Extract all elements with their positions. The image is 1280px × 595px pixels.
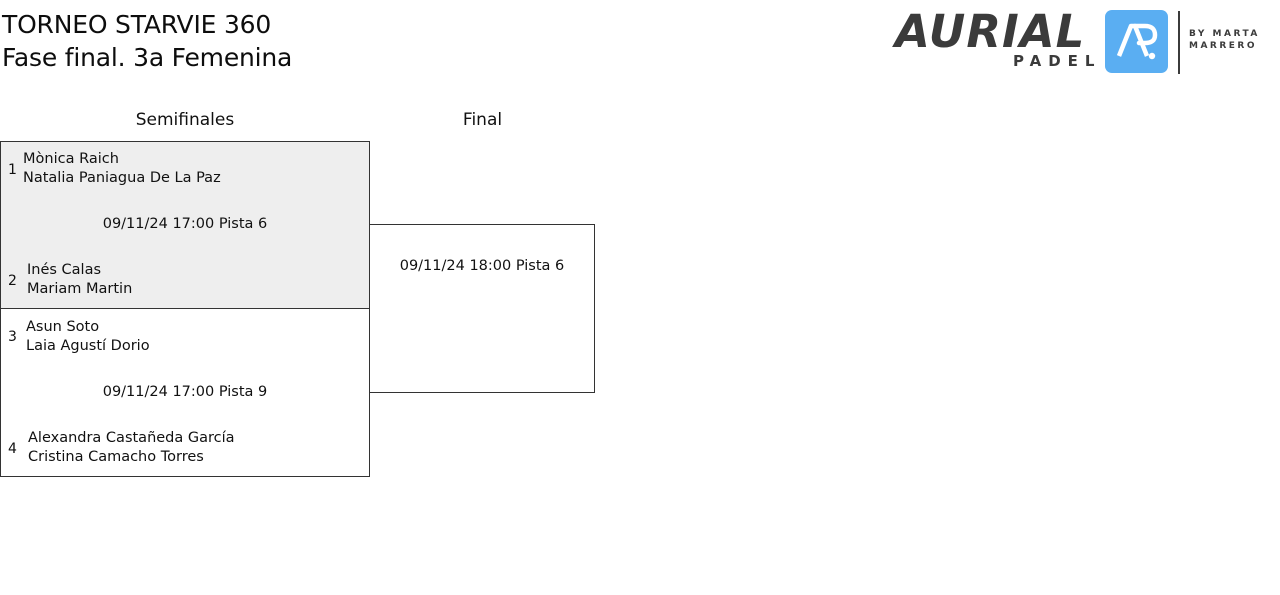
player-name: Mariam Martin: [27, 281, 133, 297]
team-entry: Alexandra Castañeda García Cristina Cama…: [28, 429, 235, 467]
semifinal-match-1: 1 Mònica Raich Natalia Paniagua De La Pa…: [0, 141, 370, 309]
player-name: Mònica Raich: [23, 151, 119, 167]
player-name: Inés Calas: [27, 262, 102, 278]
team-entry: Asun Soto Laia Agustí Dorio: [26, 318, 150, 356]
match-schedule: 09/11/24 17:00 Pista 6: [102, 216, 268, 232]
logo-divider: [1178, 11, 1180, 74]
semifinals-header: Semifinales: [135, 110, 235, 130]
logo-by-line2: MARRERO: [1189, 41, 1258, 51]
page-title: TORNEO STARVIE 360 Fase final. 3a Femeni…: [2, 8, 292, 74]
seed-number: 3: [8, 329, 17, 345]
team-entry: Inés Calas Mariam Martin: [27, 261, 132, 299]
aurial-ap-monogram-icon: [1105, 10, 1168, 73]
player-name: Asun Soto: [26, 319, 100, 335]
tournament-name: TORNEO STARVIE 360: [2, 10, 272, 39]
seed-number: 4: [8, 441, 17, 457]
final-match: 09/11/24 18:00 Pista 6: [369, 224, 595, 393]
logo-subtitle: PADEL: [1013, 52, 1102, 70]
phase-title: Fase final. 3a Femenina: [2, 43, 293, 72]
final-header: Final: [462, 110, 503, 130]
player-name: Alexandra Castañeda García: [28, 430, 235, 446]
player-name: Laia Agustí Dorio: [26, 338, 150, 354]
player-name: Natalia Paniagua De La Paz: [23, 170, 221, 186]
logo-by-line1: BY MARTA: [1189, 29, 1260, 39]
match-schedule: 09/11/24 18:00 Pista 6: [399, 258, 565, 274]
logo-wordmark: AURIAL: [895, 5, 1086, 58]
seed-number: 1: [8, 162, 17, 178]
seed-number: 2: [8, 273, 17, 289]
aurial-padel-logo: AURIAL PADEL BY MARTA MARRERO: [895, 8, 1275, 78]
match-schedule: 09/11/24 17:00 Pista 9: [102, 384, 268, 400]
team-entry: Mònica Raich Natalia Paniagua De La Paz: [23, 150, 221, 188]
semifinal-match-2: 3 Asun Soto Laia Agustí Dorio 09/11/24 1…: [0, 308, 370, 477]
player-name: Cristina Camacho Torres: [28, 449, 204, 465]
